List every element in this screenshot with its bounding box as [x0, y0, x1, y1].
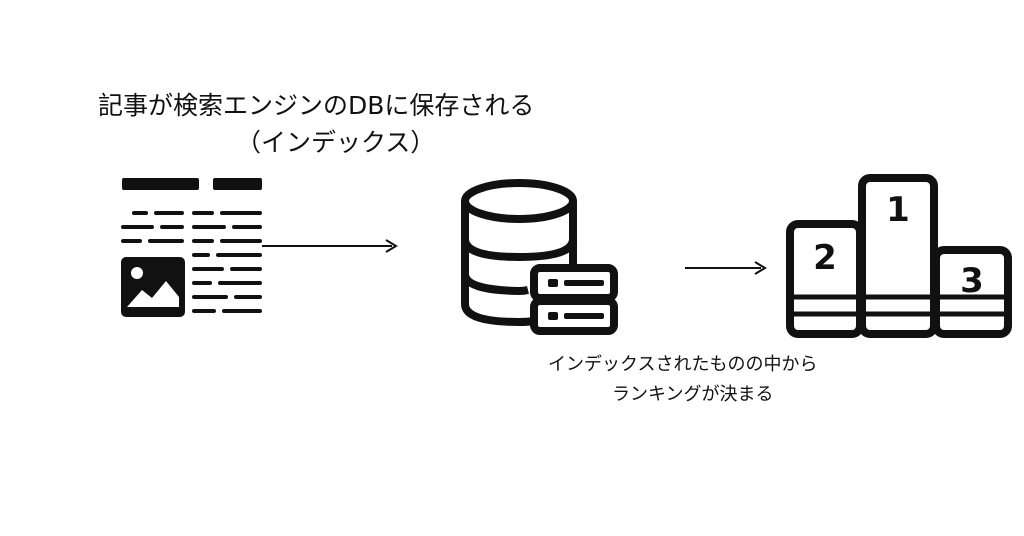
podium-second-label: 2 [813, 238, 837, 278]
diagram-heading-line1: 記事が検索エンジンのDBに保存される [98, 91, 535, 120]
arrow-right-icon [685, 261, 767, 275]
article-icon [121, 178, 262, 317]
podium-icon: 1 2 3 [786, 174, 1012, 338]
caption-line1: インデックスされたものの中から [548, 354, 818, 375]
database-server-icon [461, 179, 618, 335]
podium-third-label: 3 [960, 261, 984, 301]
podium-first-label: 1 [886, 190, 910, 230]
diagram-heading-line2: （インデックス） [236, 128, 436, 157]
caption-line2: ランキングが決まる [612, 384, 774, 405]
arrow-right-icon [262, 239, 398, 253]
